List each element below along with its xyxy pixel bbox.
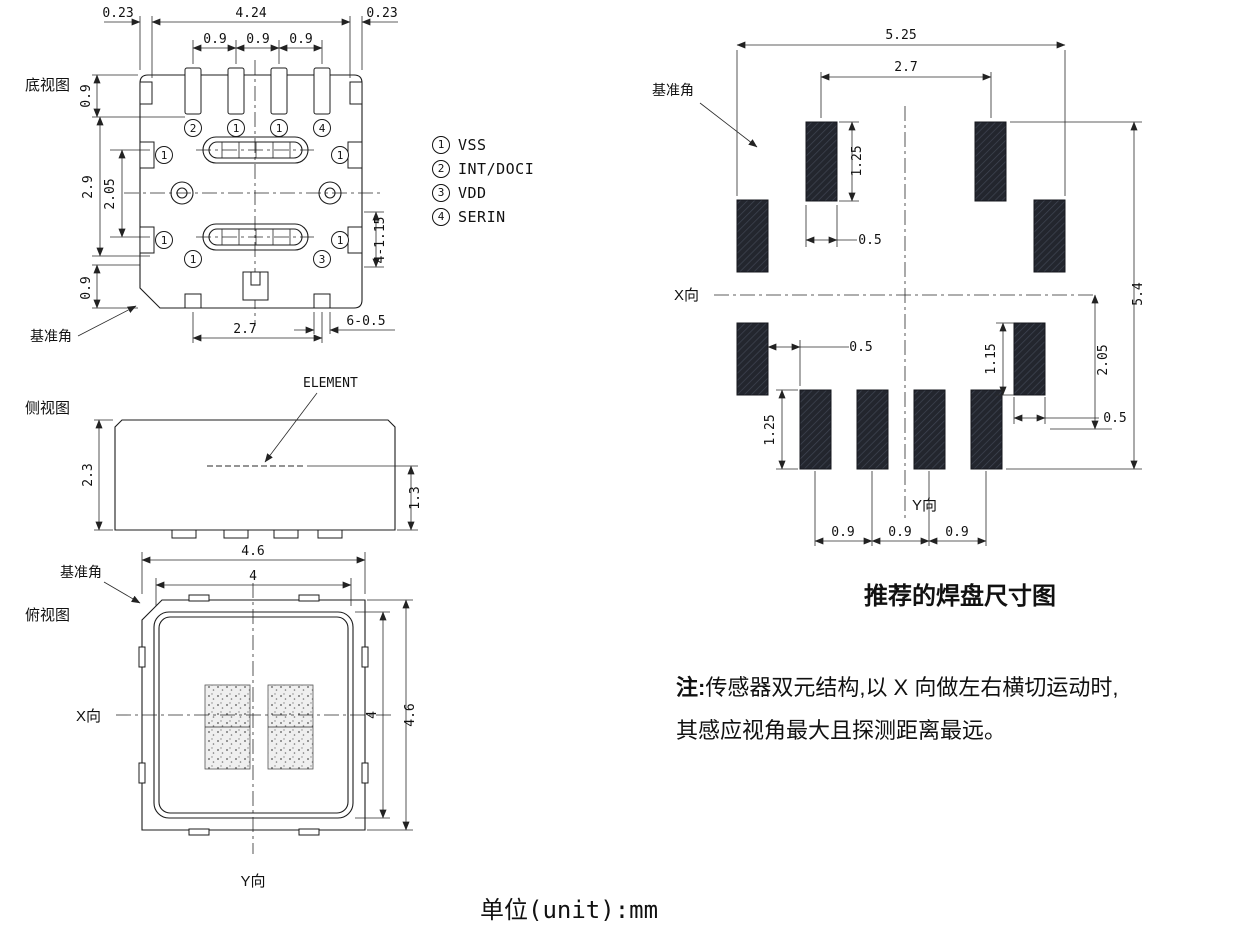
dim-top-pad-width: 0.5 bbox=[858, 233, 881, 248]
bottom-view-label: 底视图 bbox=[25, 77, 70, 94]
side-view: 侧视图 ELEMENT 2.3 1.3 bbox=[25, 376, 423, 539]
pin-number: 3 bbox=[319, 253, 326, 266]
pin-number-badge: 2 bbox=[432, 159, 450, 178]
top-view: 俯视图 基准角 X向 Y向 4.6 bbox=[25, 544, 418, 890]
pin-number: 1 bbox=[337, 149, 344, 162]
pin-name: VSS bbox=[458, 135, 487, 154]
dim-top-pad-height: 1.25 bbox=[850, 145, 865, 176]
dim-top-pitch: 2.7 bbox=[894, 60, 917, 75]
side-outline bbox=[114, 419, 396, 531]
dim-body-height: 2.3 bbox=[81, 463, 96, 486]
datum-corner-label: 基准角 bbox=[30, 328, 72, 344]
dim-right-offset: 0.23 bbox=[366, 6, 397, 21]
dual-sensing-elements bbox=[204, 684, 314, 770]
dim-left-inner: 2.05 bbox=[103, 178, 118, 209]
pin-number: 1 bbox=[337, 234, 344, 247]
bottom-view: 底视图 bbox=[25, 6, 398, 344]
pin-number-badge: 3 bbox=[432, 183, 450, 202]
dim-center-to-pad: 2.05 bbox=[1096, 344, 1111, 375]
dim-right-pad-height: 1.15 bbox=[984, 343, 999, 374]
x-axis-label: X向 bbox=[674, 287, 699, 304]
edge-tabs bbox=[138, 594, 369, 836]
dim-left-gap: 0.5 bbox=[849, 340, 872, 355]
dim-bottom-pad-height: 1.25 bbox=[763, 414, 778, 445]
datum-corner-label: 基准角 bbox=[652, 82, 694, 98]
pin-name: INT/DOCI bbox=[458, 159, 535, 178]
package-pads bbox=[139, 67, 363, 309]
bottom-view-dimensions: 0.23 4.24 0.23 0.9 0.9 0.9 0.9 2.9 bbox=[30, 6, 398, 344]
side-view-label: 侧视图 bbox=[25, 400, 70, 417]
top-view-label: 俯视图 bbox=[25, 607, 70, 624]
dim-bottom-pads: 6-0.5 bbox=[346, 314, 385, 329]
legend-item: 4 SERIN bbox=[432, 207, 534, 226]
unit-label: 单位(unit):mm bbox=[480, 896, 659, 924]
dim-pitch: 0.9 bbox=[246, 32, 269, 47]
pin-name: VDD bbox=[458, 183, 487, 202]
pin-number: 1 bbox=[161, 234, 168, 247]
pin-number: 1 bbox=[276, 122, 283, 135]
x-axis-label: X向 bbox=[76, 708, 101, 725]
dim-total-height: 5.4 bbox=[1131, 282, 1146, 306]
legend-item: 1 VSS bbox=[432, 135, 534, 154]
pin-number: 2 bbox=[190, 122, 197, 135]
y-axis-label: Y向 bbox=[912, 497, 937, 514]
pad-layout-view: 基准角 X向 Y向 5.25 2.7 bbox=[652, 28, 1146, 546]
pin-name: SERIN bbox=[458, 207, 506, 226]
note-line2: 其感应视角最大且探测距离最远。 bbox=[676, 718, 1007, 743]
top-outline bbox=[141, 599, 366, 831]
dim-bottom-pitch: 0.9 bbox=[945, 525, 968, 540]
note-prefix: 注: bbox=[676, 675, 706, 700]
datum-corner-label: 基准角 bbox=[60, 564, 102, 580]
lid-inner-outline bbox=[158, 616, 349, 814]
dim-bottom-span: 2.7 bbox=[233, 322, 256, 337]
side-pads bbox=[171, 529, 343, 539]
dim-bottom-pitch: 0.9 bbox=[831, 525, 854, 540]
pad-layout-title: 推荐的焊盘尺寸图 bbox=[864, 583, 1056, 610]
pin-number: 1 bbox=[190, 253, 197, 266]
dim-left-span: 2.9 bbox=[81, 175, 96, 198]
dim-inner-width: 4 bbox=[249, 569, 257, 584]
dim-outer-height: 4.6 bbox=[403, 703, 418, 726]
dim-bottom-edge: 0.9 bbox=[79, 276, 94, 299]
solder-pads bbox=[736, 121, 1066, 470]
pin-number: 1 bbox=[233, 122, 240, 135]
dim-right-pad-width: 0.5 bbox=[1103, 411, 1126, 426]
pad-layout-dimensions: 5.25 2.7 1.25 0.5 0.5 1 bbox=[736, 28, 1146, 546]
pin-number: 4 bbox=[319, 122, 326, 135]
dim-element-height: 1.3 bbox=[408, 486, 423, 509]
dim-left-offset: 0.23 bbox=[102, 6, 133, 21]
dim-pitch: 0.9 bbox=[203, 32, 226, 47]
pin-number-badge: 1 bbox=[432, 135, 450, 154]
pin-legend: 1 VSS 2 INT/DOCI 3 VDD 4 SERIN bbox=[432, 135, 535, 226]
note-text: 注:传感器双元结构,以 X 向做左右横切运动时, 其感应视角最大且探测距离最远。 bbox=[676, 666, 1251, 752]
dim-body-width: 4.24 bbox=[235, 6, 266, 21]
legend-item: 2 INT/DOCI bbox=[432, 159, 535, 178]
dim-inner-height: 4 bbox=[365, 711, 380, 719]
dim-bottom-pitch: 0.9 bbox=[888, 525, 911, 540]
mounting-holes bbox=[170, 181, 342, 205]
dim-outer-width: 4.6 bbox=[241, 544, 264, 559]
dim-side-pads: 4-1.15 bbox=[373, 217, 388, 264]
legend-item: 3 VDD bbox=[432, 183, 534, 202]
top-view-dimensions: 4.6 4 4 4.6 bbox=[141, 544, 418, 831]
element-slots bbox=[202, 136, 309, 251]
pin-markers: 2 1 1 4 1 1 1 1 1 3 bbox=[155, 119, 349, 268]
pin-number-badge: 4 bbox=[432, 207, 450, 226]
y-axis-label: Y向 bbox=[240, 873, 265, 890]
dim-pitch: 0.9 bbox=[289, 32, 312, 47]
dim-total-width: 5.25 bbox=[885, 28, 916, 43]
element-callout-label: ELEMENT bbox=[303, 376, 358, 391]
package-outline bbox=[139, 74, 363, 309]
pin-number: 1 bbox=[161, 149, 168, 162]
dim-top-edge: 0.9 bbox=[79, 84, 94, 107]
side-view-dimensions: ELEMENT 2.3 1.3 bbox=[81, 376, 423, 531]
note-line1: 传感器双元结构,以 X 向做左右横切运动时, bbox=[705, 675, 1119, 700]
